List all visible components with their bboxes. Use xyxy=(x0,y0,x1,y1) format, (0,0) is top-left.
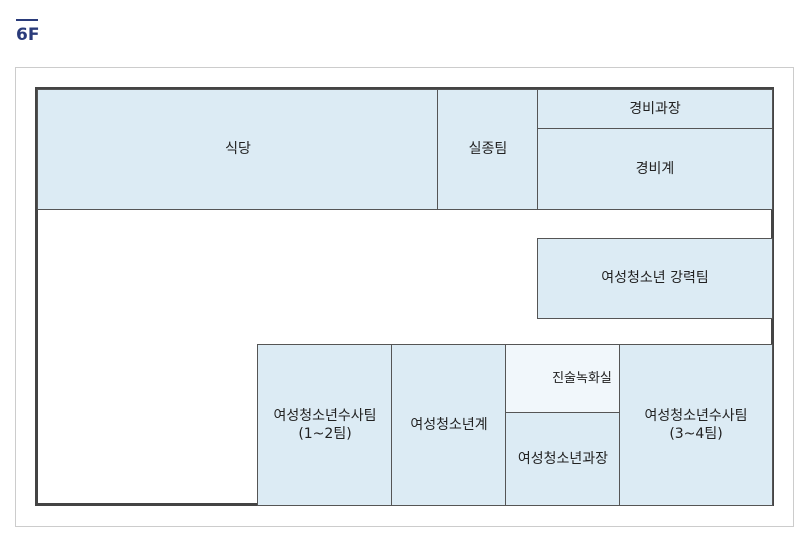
room-missing-team[interactable]: 실종팀 xyxy=(437,89,539,210)
room-investigation-team-1-2[interactable]: 여성청소년수사팀 (1~2팀) xyxy=(257,344,393,506)
room-investigation-team-3-4[interactable]: 여성청소년수사팀 (3~4팀) xyxy=(619,344,773,506)
room-security-chief[interactable]: 경비과장 xyxy=(537,89,773,130)
room-women-youth-chief[interactable]: 여성청소년과장 xyxy=(505,412,621,506)
room-violent-crime-team[interactable]: 여성청소년 강력팀 xyxy=(537,238,773,319)
room-cafeteria[interactable]: 식당 xyxy=(37,89,439,210)
room-women-youth-unit[interactable]: 여성청소년계 xyxy=(391,344,507,506)
floor-label: 6F xyxy=(16,19,39,44)
room-security-unit[interactable]: 경비계 xyxy=(537,128,773,210)
floor-plan: 식당 실종팀 경비과장 경비계 여성청소년 강력팀 여성청소년수사팀 (1~2팀… xyxy=(35,87,774,506)
